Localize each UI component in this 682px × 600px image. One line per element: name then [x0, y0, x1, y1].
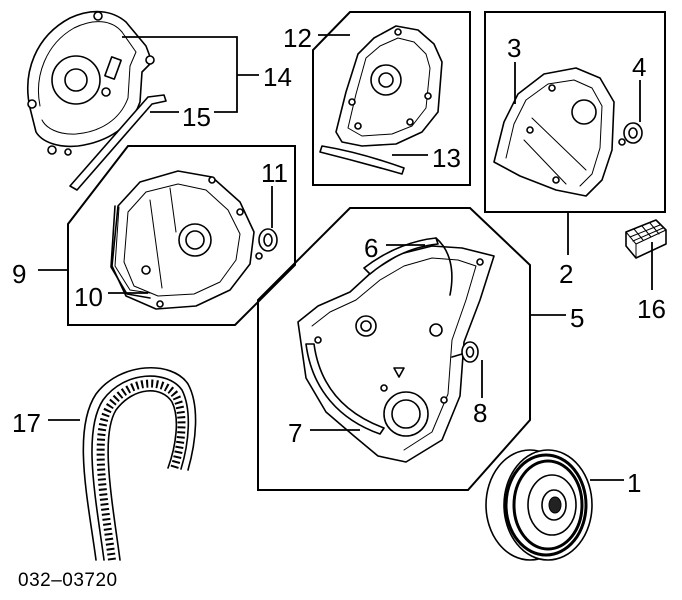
part-9-bolt-hole	[236, 208, 244, 216]
callout-12: 12	[283, 23, 312, 53]
part-3-rib	[523, 117, 587, 185]
part-5-hole-inner	[360, 320, 372, 332]
part-5-bolt-hole	[380, 384, 388, 392]
part-16-drawing	[625, 219, 667, 259]
part-14-bolt-hole	[64, 148, 72, 156]
part-10-drawing	[110, 205, 151, 299]
part-12-rim	[347, 37, 431, 137]
group-box-3-4	[484, 11, 666, 213]
callout-11: 11	[261, 158, 288, 188]
callout-5: 5	[570, 303, 584, 333]
part-12-bolt-hole	[354, 122, 362, 130]
part-17-inner-edge	[107, 390, 178, 561]
part-16-edges	[625, 229, 667, 259]
part-12-bolt-hole	[424, 92, 432, 100]
callout-3: 3	[507, 33, 521, 63]
callout-6: 6	[364, 233, 378, 263]
callout-14: 14	[263, 62, 292, 92]
callout-4: 4	[632, 52, 646, 82]
part-14-bolt-hole	[47, 145, 57, 155]
part-6-drawing	[363, 237, 453, 296]
part-1-drawing	[485, 449, 593, 561]
part-8-grommet-hole	[465, 346, 475, 358]
part-14-bolt-hole	[145, 55, 155, 65]
part-1-groove	[504, 453, 588, 557]
part-1-bore	[548, 496, 562, 514]
part-9-bolt-hole	[156, 300, 164, 308]
part-11-drawing	[255, 228, 278, 260]
part-3-rim	[505, 79, 603, 187]
part-5-bolt-hole	[314, 336, 322, 344]
part-9-bolt-hole	[208, 176, 216, 184]
part-14-bolt-hole	[93, 11, 103, 21]
part-15-drawing	[69, 94, 167, 191]
callout-9: 9	[12, 259, 26, 289]
part-12-bolt-hole	[406, 118, 414, 126]
part-11-grommet-hole	[263, 233, 273, 247]
part-9-rib	[149, 187, 177, 289]
part-11-pin	[255, 252, 263, 260]
part-4-pin	[618, 138, 626, 146]
part-9-bolt-hole	[141, 265, 151, 275]
part-4-grommet-hole	[628, 127, 638, 139]
part-17-back-line	[91, 375, 190, 561]
part-14-bolt-hole	[27, 99, 37, 109]
callout-2: 2	[559, 259, 573, 289]
callout-17: 17	[12, 408, 41, 438]
part-12-bore	[378, 72, 394, 88]
part-6-gasket	[363, 237, 439, 275]
part-12-bolt-hole	[348, 98, 356, 106]
diagram-code: 032–03720	[18, 570, 118, 591]
callout-15: 15	[182, 102, 211, 132]
part-9-bore	[185, 230, 205, 250]
part-12-drawing	[335, 25, 443, 147]
group-box-9-10-11	[67, 145, 296, 326]
callout-1: 1	[627, 468, 641, 498]
part-17-outer-edge	[82, 366, 197, 561]
part-14-bore	[64, 68, 88, 92]
part-5-bolt-hole	[440, 396, 448, 404]
part-5-hole	[429, 323, 443, 337]
part-7-drawing	[305, 343, 385, 435]
part-3-bolt-hole	[548, 84, 556, 92]
part-14-flange	[38, 21, 137, 135]
group-box-5-6-7-8	[257, 207, 531, 491]
callout-8: 8	[473, 398, 487, 428]
group-box-12-13	[312, 11, 471, 186]
part-5-triangle-mark	[393, 367, 405, 378]
part-1-groove	[512, 459, 584, 551]
part-5-seal-bore	[391, 399, 421, 429]
part-3-bolt-hole	[552, 176, 560, 184]
part-14-bolt-hole	[101, 87, 111, 97]
callout-16: 16	[637, 294, 666, 324]
part-17-teeth	[96, 379, 186, 561]
part-12-bolt-hole	[394, 28, 402, 36]
part-5-bolt-hole	[476, 258, 484, 266]
part-10-gasket-outer	[110, 205, 151, 299]
part-3-drawing	[493, 67, 615, 197]
part-14-slot	[104, 56, 122, 80]
part-17-drawing	[82, 366, 197, 561]
part-8-pin	[451, 353, 463, 358]
part-6-gasket-tail	[435, 237, 453, 296]
callout-13: 13	[432, 143, 461, 173]
callout-7: 7	[288, 418, 302, 448]
part-8-drawing	[451, 341, 479, 363]
part-16-grid	[629, 222, 664, 242]
callout-10: 10	[74, 282, 103, 312]
part-10-gasket-inner	[114, 206, 151, 294]
part-3-bolt-hole	[526, 126, 534, 134]
part-13-drawing	[319, 145, 405, 175]
part-14-drawing	[27, 10, 155, 156]
part-5-rim	[311, 257, 477, 451]
part-3-boss	[571, 99, 597, 125]
part-9-rim	[123, 183, 241, 297]
part-9-drawing	[111, 170, 255, 310]
part-4-drawing	[618, 122, 643, 146]
